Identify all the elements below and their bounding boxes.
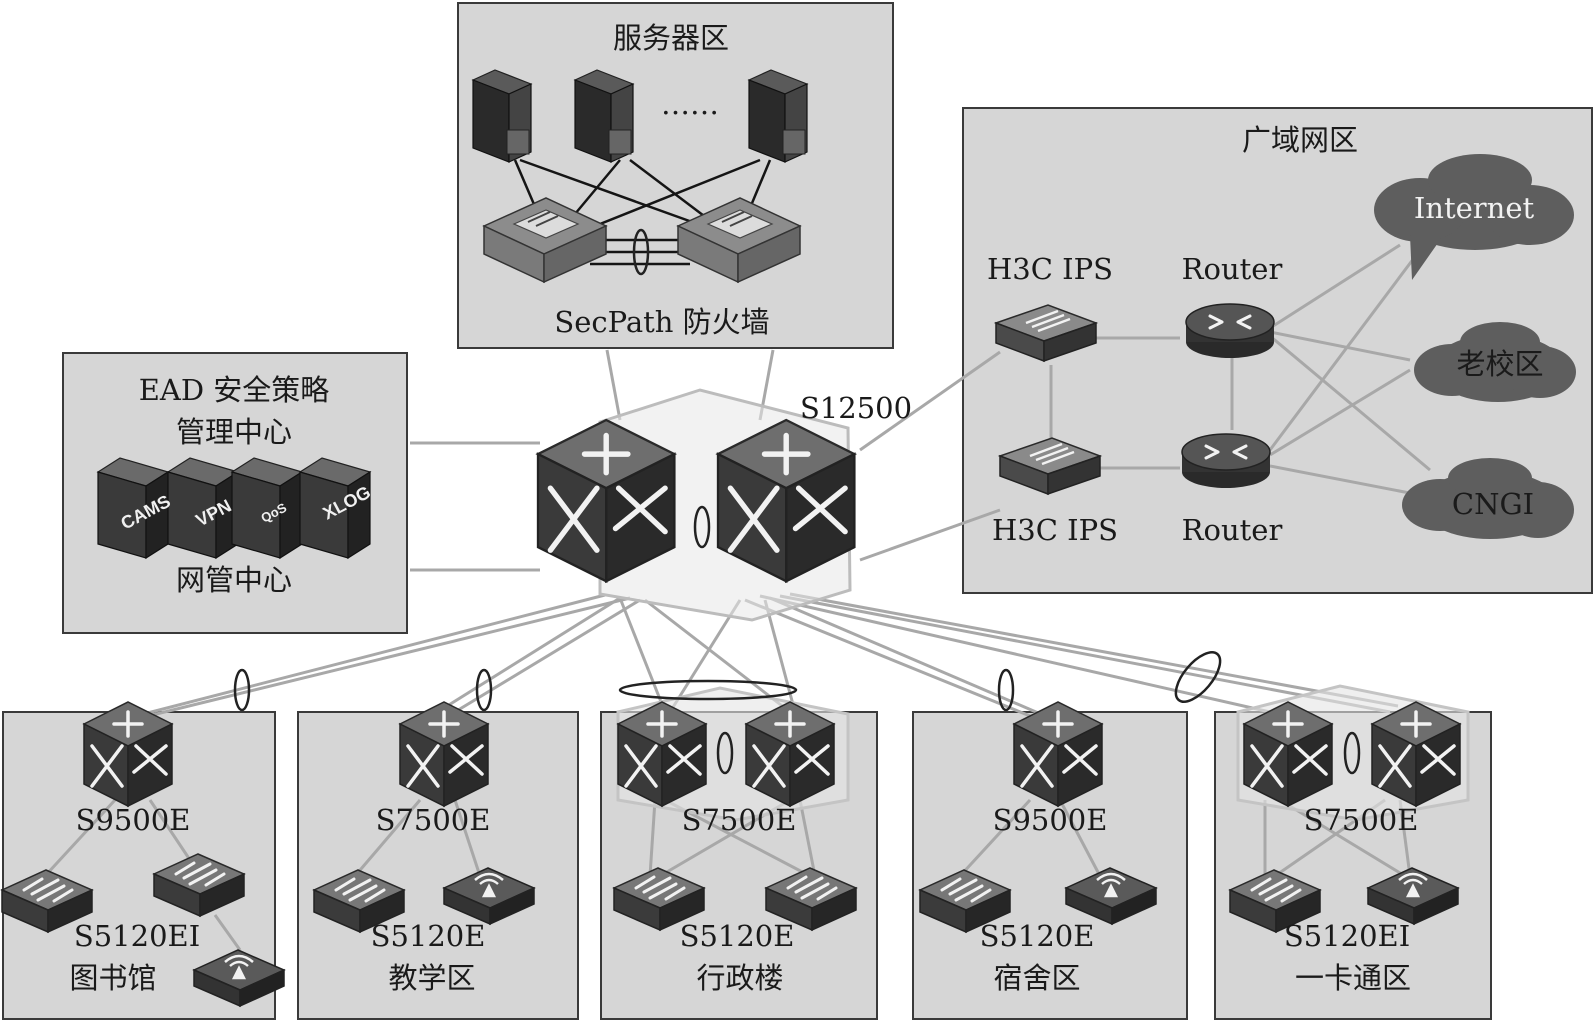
- campus-name: 一卡通区: [1294, 961, 1412, 995]
- server-icon: [472, 69, 532, 163]
- core-switch-icon: [718, 420, 854, 581]
- wireless-ap-icon: [192, 948, 286, 1008]
- ips-label: H3C IPS: [992, 513, 1118, 547]
- campus-core-label: S7500E: [1303, 803, 1419, 837]
- firewall-icon: [483, 197, 607, 283]
- ips-icon: [998, 436, 1102, 496]
- cloud-label: Internet: [1413, 191, 1535, 225]
- cloud-label: CNGI: [1451, 487, 1535, 521]
- campus-core-label: S7500E: [375, 803, 491, 837]
- core-switch-icon: [744, 700, 836, 808]
- campus-core-label: S9500E: [75, 803, 191, 837]
- cloud-icon: [1402, 458, 1574, 539]
- core-switch-icon: [82, 700, 174, 808]
- campus-access-label: S5120EI: [1283, 919, 1411, 953]
- core-switch-icon: [398, 700, 490, 808]
- wireless-ap-icon: [442, 866, 536, 926]
- server-zone-title: 服务器区: [612, 21, 730, 55]
- mgmt-zone-footer: 网管中心: [175, 563, 293, 597]
- mgmt-server-icon: CAMS VPN QoS XLOG: [97, 457, 374, 559]
- router-label: Router: [1181, 252, 1283, 286]
- campus-core-label: S9500E: [992, 803, 1108, 837]
- ips-label: H3C IPS: [987, 252, 1113, 286]
- server-icon: [574, 69, 634, 163]
- campus-name: 图书馆: [69, 961, 157, 995]
- router-icon: [1184, 302, 1276, 360]
- cloud-icon: [1414, 322, 1576, 402]
- campus-name: 教学区: [388, 961, 476, 995]
- campus-name: 宿舍区: [993, 961, 1081, 995]
- cloud-label: 老校区: [1456, 347, 1544, 381]
- core-label: S12500: [799, 391, 913, 425]
- campus-name: 行政楼: [696, 961, 784, 995]
- campus-access-label: S5120EI: [73, 919, 201, 953]
- link-aggregation-icon: [693, 505, 711, 549]
- core-switch-icon: [616, 700, 708, 808]
- server-icon: [748, 69, 808, 163]
- network-links: [43, 243, 1431, 951]
- core-switch-icon: [538, 420, 674, 581]
- server-ellipsis: ……: [661, 87, 719, 121]
- link-aggregation-icon: [233, 651, 1361, 775]
- access-switch-icon: [152, 852, 246, 918]
- firewall-label: SecPath 防火墙: [554, 305, 770, 339]
- wireless-ap-icon: [1064, 866, 1158, 926]
- campus-access-label: S5120E: [979, 919, 1095, 953]
- server-links: [513, 158, 772, 266]
- campus-access-label: S5120E: [370, 919, 486, 953]
- wireless-ap-icon: [1366, 866, 1460, 926]
- campus-zone-teaching: [297, 711, 579, 1020]
- server-zone: [457, 2, 894, 349]
- core-switch-icon: [1012, 700, 1104, 808]
- mgmt-zone-title: 管理中心: [175, 415, 293, 449]
- ips-icon: [994, 303, 1098, 363]
- link-aggregation-icon: [632, 228, 650, 276]
- campus-access-label: S5120E: [679, 919, 795, 953]
- core-switch-icon: [1370, 700, 1462, 808]
- router-label: Router: [1181, 513, 1283, 547]
- router-icon: [1180, 432, 1272, 490]
- mgmt-zone-title: EAD 安全策略: [138, 373, 330, 407]
- core-switch-icon: [1242, 700, 1334, 808]
- cloud-icon: [1374, 154, 1574, 280]
- wan-zone-title: 广域网区: [1241, 123, 1359, 157]
- campus-core-label: S7500E: [681, 803, 797, 837]
